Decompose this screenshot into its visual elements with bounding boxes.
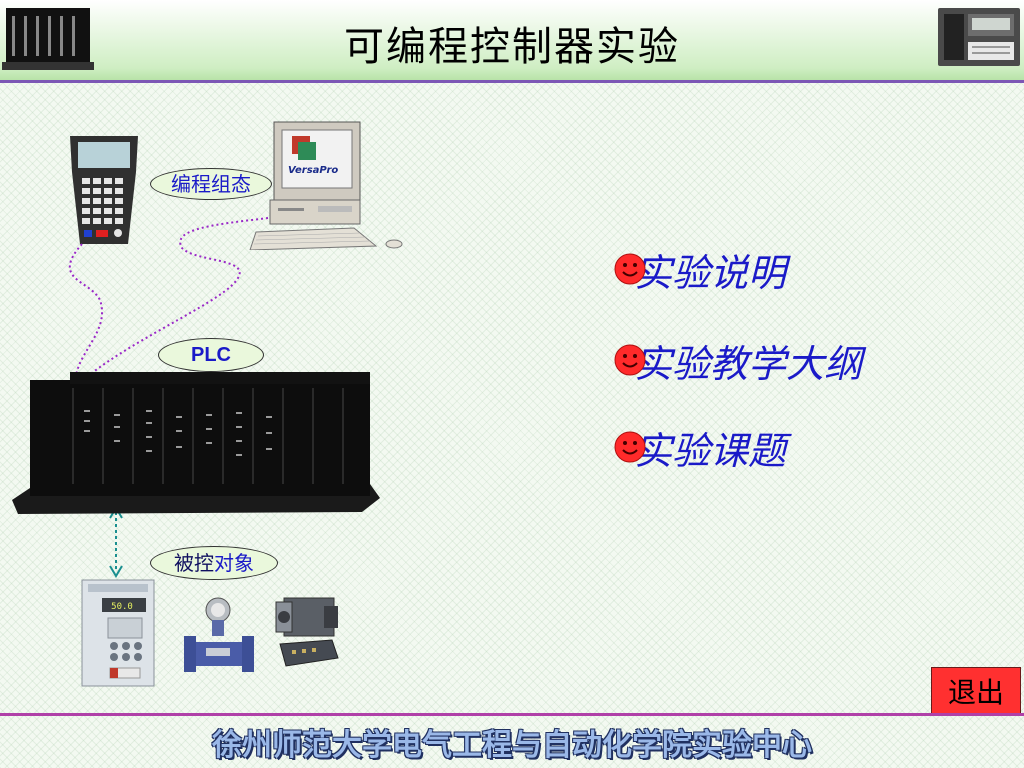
- inverter-image: 50.0: [81, 579, 155, 687]
- menu-item-teaching-syllabus[interactable]: 实验教学大纲: [614, 335, 863, 386]
- smiley-icon: [614, 344, 646, 376]
- menu-item-label[interactable]: 实验课题: [634, 428, 787, 473]
- header-divider: [0, 80, 1024, 83]
- menu-item-label[interactable]: 实验说明: [634, 250, 787, 295]
- menu-item-experiment-topics[interactable]: 实验课题: [614, 422, 787, 473]
- controlled-object-prefix: 被控: [174, 551, 214, 575]
- plc-rack-image: [12, 372, 380, 514]
- menu-item-label[interactable]: 实验教学大纲: [634, 341, 863, 386]
- plc-rack-thumbnail: [2, 8, 94, 70]
- smiley-icon: [614, 431, 646, 463]
- versapro-logo-text: VersaPro: [288, 165, 338, 176]
- servo-motor-image: [275, 597, 339, 667]
- plc-module-thumbnail: [938, 8, 1020, 66]
- footer-institution: 徐州师范大学电气工程与自动化学院实验中心: [212, 728, 812, 763]
- handheld-programmer-image: [70, 136, 138, 244]
- inverter-readout: 50.0: [111, 602, 133, 612]
- plc-label: PLC: [158, 338, 264, 372]
- computer-image: VersaPro: [249, 121, 403, 250]
- controlled-object-suffix: 对象: [214, 551, 254, 575]
- smiley-icon: [614, 253, 646, 285]
- flow-meter-image: [184, 597, 254, 672]
- page-title: 可编程控制器实验: [344, 24, 680, 70]
- controlled-object-label: 被控对象: [150, 546, 278, 580]
- programming-config-label: 编程组态: [150, 168, 272, 200]
- exit-button[interactable]: 退出: [931, 667, 1021, 715]
- menu-item-experiment-description[interactable]: 实验说明: [614, 244, 787, 295]
- footer-divider: [0, 713, 1024, 716]
- title-bar: [0, 0, 1024, 80]
